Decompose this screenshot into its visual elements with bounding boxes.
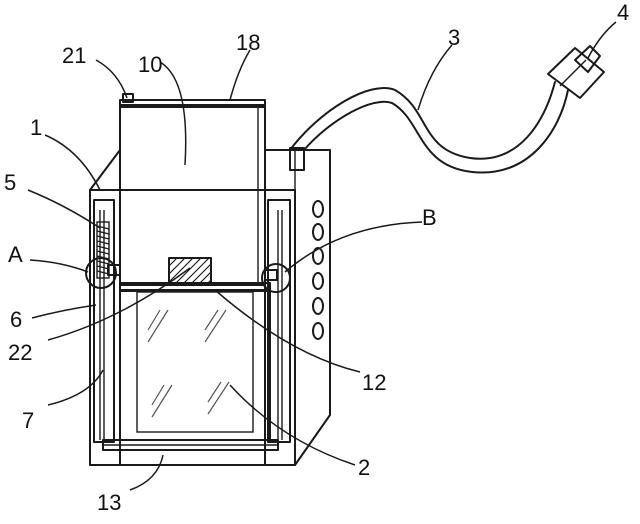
leader-13 (129, 454, 164, 491)
label-12: 12 (362, 370, 386, 395)
label-21: 21 (62, 43, 86, 68)
label-13: 13 (97, 490, 121, 515)
leader-B (284, 221, 423, 273)
leader-10 (159, 61, 187, 166)
handle (122, 93, 134, 103)
leader-6 (31, 304, 97, 319)
hole (312, 297, 324, 315)
side-panel (264, 149, 331, 466)
hole (312, 322, 324, 340)
hatched-block (168, 257, 212, 284)
leader-22 (47, 267, 191, 341)
hole (312, 200, 324, 218)
spring (96, 221, 110, 279)
label-18: 18 (236, 30, 260, 55)
label-A: A (8, 242, 23, 267)
hole (312, 272, 324, 290)
leader-18 (229, 49, 251, 101)
leader-7 (47, 369, 104, 406)
detail-circle-b (261, 263, 291, 293)
label-1: 1 (30, 115, 42, 140)
label-22: 22 (8, 340, 32, 365)
hose-connector (547, 45, 605, 99)
latch-b (264, 269, 278, 281)
leader-A (29, 259, 89, 273)
label-10: 10 (138, 52, 162, 77)
leader-3 (417, 44, 453, 111)
top-strip (119, 99, 266, 108)
right-slide-rail (267, 199, 291, 443)
label-4: 4 (617, 0, 629, 25)
leader-2 (229, 384, 356, 466)
hose (289, 81, 569, 174)
label-6: 6 (10, 307, 22, 332)
reference-labels: 4 3 18 10 21 1 5 A B 6 22 12 7 2 13 (4, 0, 629, 515)
hole (312, 223, 324, 241)
leader-4 (587, 21, 617, 59)
leader-lines (27, 21, 617, 491)
leader-12 (214, 289, 361, 373)
detail-circle-a (85, 257, 117, 289)
hole (312, 247, 324, 265)
ventilation-holes (312, 200, 324, 340)
leader-21 (95, 59, 128, 99)
label-2: 2 (358, 455, 370, 480)
leader-5 (27, 189, 101, 229)
label-7: 7 (22, 408, 34, 433)
glass-tank (119, 289, 271, 441)
label-B: B (422, 205, 437, 230)
lid (119, 93, 271, 292)
label-3: 3 (448, 25, 460, 50)
leader-1 (44, 134, 101, 191)
label-5: 5 (4, 170, 16, 195)
